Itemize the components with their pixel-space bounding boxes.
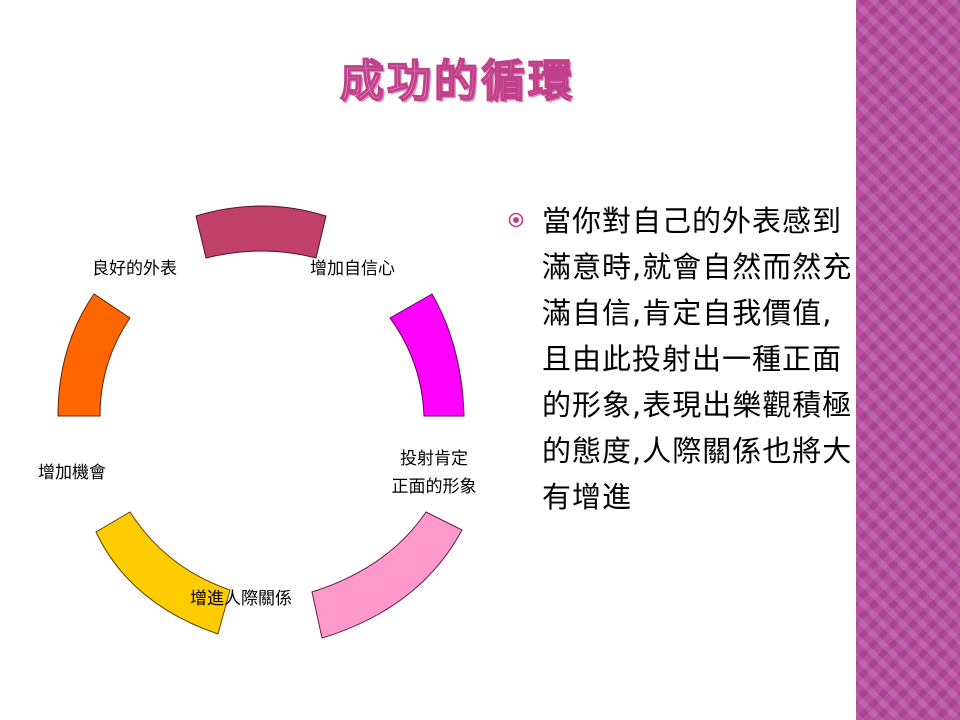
decorative-side-band xyxy=(856,0,960,720)
cycle-segment-relations xyxy=(95,511,231,635)
cycle-label-relations: 增進人際關係 xyxy=(190,589,292,609)
bullet-text: 當你對自己的外表感到滿意時,就會自然而然充滿自信,肯定自我價值,且由此投射出一種… xyxy=(542,204,853,514)
cycle-segment-confidence xyxy=(389,293,465,417)
bullet-list: 當你對自己的外表感到滿意時,就會自然而然充滿自信,肯定自我價值,且由此投射出一種… xyxy=(508,198,858,520)
slide-title: 成功的循環 xyxy=(339,55,575,108)
success-cycle-diagram: 良好的外表 增加自信心 投射肯定 正面的形象 增加機會 增進人際關係 xyxy=(38,205,477,639)
cycle-label-confidence: 增加自信心 xyxy=(310,259,395,279)
cycle-label-appearance: 良好的外表 xyxy=(92,259,177,279)
circle-dot-bullet-icon xyxy=(508,212,524,228)
cycle-segment-image xyxy=(311,511,463,639)
cycle-segment-top xyxy=(195,205,327,259)
cycle-label-opportunity: 增加機會 xyxy=(38,463,106,483)
cycle-label-image-line2: 正面的形象 xyxy=(392,477,477,497)
cycle-segment-opportunity xyxy=(57,293,131,417)
cycle-label-image-line1: 投射肯定 xyxy=(400,449,468,469)
